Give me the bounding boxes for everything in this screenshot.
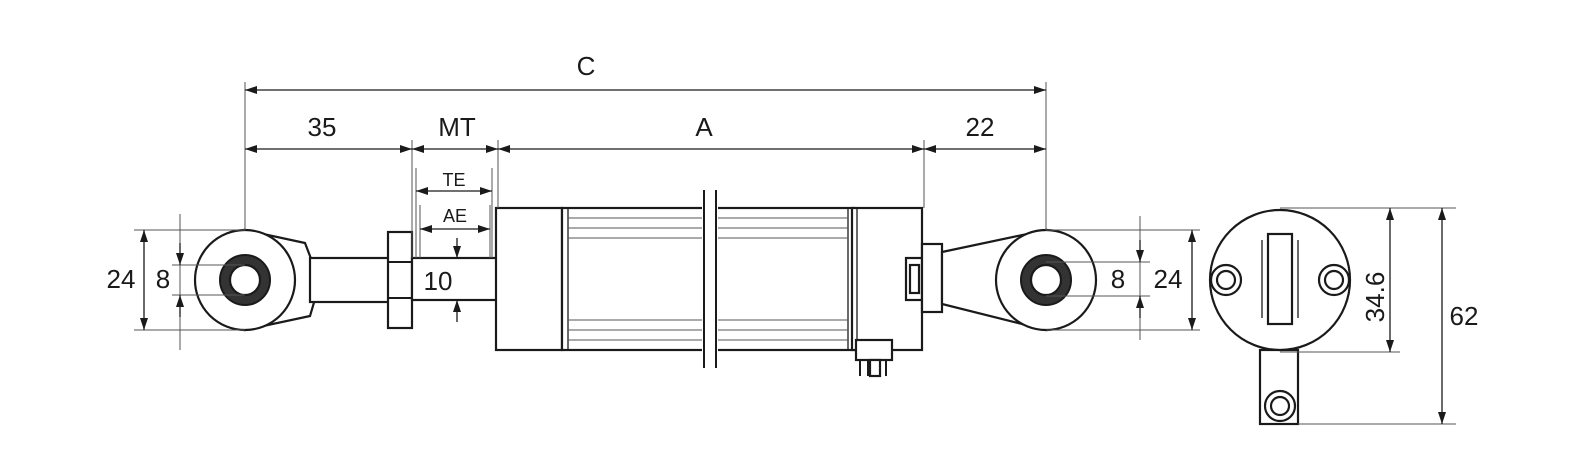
label-22: 22 bbox=[966, 112, 995, 142]
rod-nut bbox=[386, 230, 414, 330]
electrical-connector bbox=[854, 338, 894, 378]
end-view bbox=[1208, 208, 1352, 426]
label-10: 10 bbox=[424, 266, 453, 296]
side-view bbox=[193, 190, 1098, 378]
cylinder-tube bbox=[560, 190, 856, 368]
label-A: A bbox=[695, 112, 713, 142]
label-34-6: 34.6 bbox=[1360, 272, 1390, 323]
label-right-24: 24 bbox=[1154, 264, 1183, 294]
label-35: 35 bbox=[308, 112, 337, 142]
label-TE: TE bbox=[442, 170, 465, 190]
dimensions bbox=[134, 82, 1456, 425]
dimension-labels: C 35 MT A 22 TE AE 10 24 8 8 24 34.6 62 bbox=[107, 51, 1479, 331]
right-rod-eye bbox=[940, 228, 1098, 332]
front-cap bbox=[494, 206, 564, 352]
piston-rod bbox=[308, 256, 392, 304]
label-MT: MT bbox=[438, 112, 476, 142]
label-AE: AE bbox=[443, 206, 467, 226]
bracket-hole-inner bbox=[1269, 395, 1291, 417]
end-view-slot bbox=[1266, 232, 1294, 326]
rear-cap bbox=[850, 206, 944, 352]
left-rod-eye bbox=[193, 228, 322, 332]
label-left-8: 8 bbox=[156, 264, 170, 294]
left-eye-bore bbox=[228, 263, 262, 297]
label-C: C bbox=[577, 51, 596, 81]
label-62: 62 bbox=[1450, 301, 1479, 331]
label-left-24: 24 bbox=[107, 264, 136, 294]
label-right-8: 8 bbox=[1111, 264, 1125, 294]
